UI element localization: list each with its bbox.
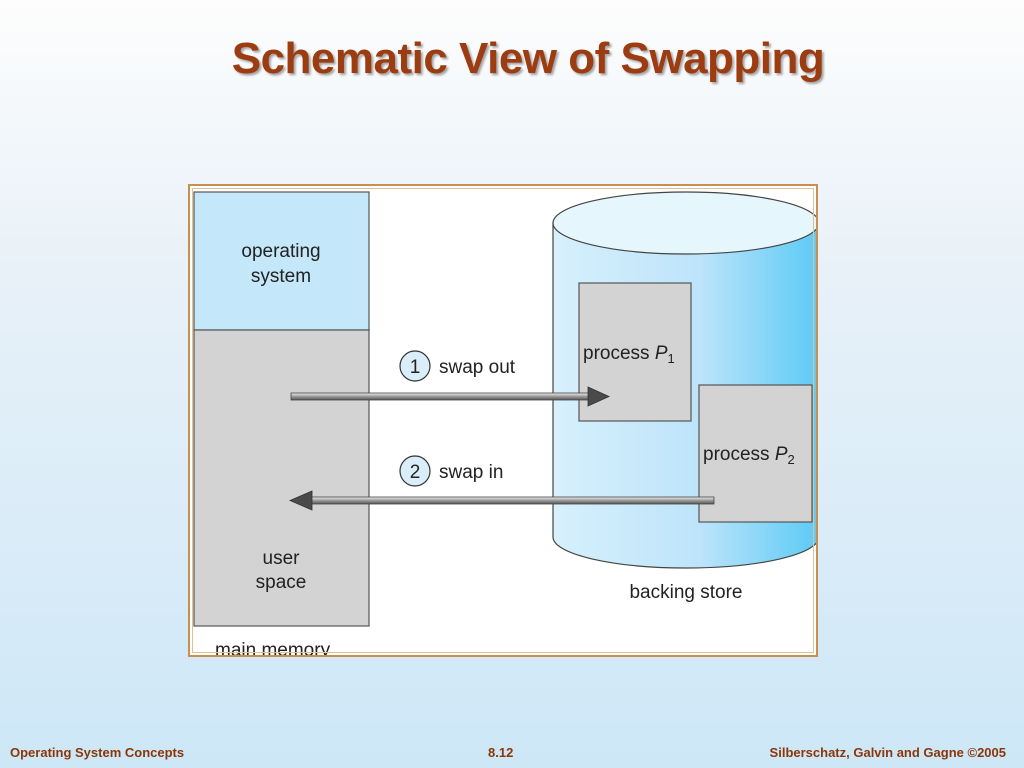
process-p1-text: process [583,343,655,364]
process-p2-name: P [775,444,788,465]
step1-circle [399,350,431,382]
user-space-block [193,329,370,627]
process-p2-label: process P2 [703,444,795,467]
process-p1-label: process P1 [583,343,675,366]
step1-label: swap out [439,357,516,378]
process-p2-text: process [703,444,775,465]
step2-label: swap in [439,462,503,483]
swap-out-arrow [290,386,610,407]
os-label-line1: operating [241,241,320,262]
footer-course-title: Operating System Concepts [10,745,185,760]
swap-in-arrow [288,490,715,511]
os-label-line2: system [251,266,311,287]
main-memory-label: main memory [215,640,331,655]
step2-circle [399,455,431,487]
diagram-frame: operating system user space main memory … [188,184,818,657]
os-block [193,191,370,331]
user-label-line2: space [256,572,307,593]
footer-copyright: Silberschatz, Galvin and Gagne ©2005 [769,745,1006,760]
process-p2-sub: 2 [788,452,795,467]
swapping-diagram: operating system user space main memory … [193,191,816,655]
process-p2-box [698,384,813,523]
process-p1-sub: 1 [668,351,675,366]
footer-slide-number: 8.12 [488,745,514,760]
backing-store-top [552,191,816,255]
backing-store-label: backing store [629,582,742,603]
step1-number: 1 [410,357,421,378]
user-label-line1: user [263,548,301,569]
step2-number: 2 [410,462,421,483]
process-p1-name: P [655,343,668,364]
slide-title: Schematic View of Swapping [231,34,825,83]
